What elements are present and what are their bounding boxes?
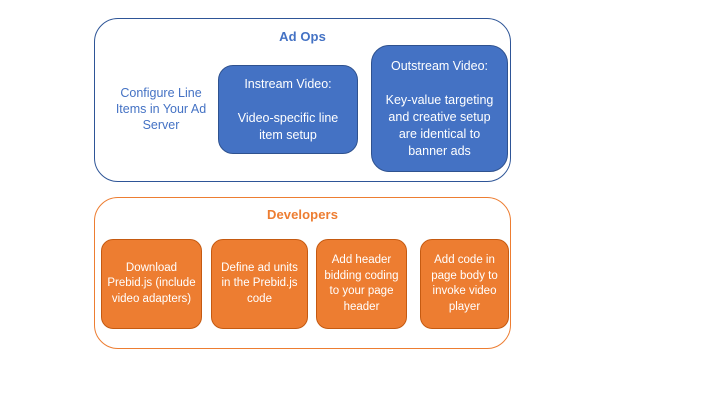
instream-video-box: Instream Video: Video-specific line item… (218, 65, 358, 154)
ad-ops-group-title: Ad Ops (279, 29, 326, 44)
outstream-video-box-title: Outstream Video: (390, 58, 489, 73)
ad-ops-group: Ad Ops Configure Line Items in Your Ad S… (94, 18, 511, 182)
outstream-video-box-body: Key-value targeting and creative setup a… (385, 92, 494, 158)
step-define-ad-units-label: Define ad units in the Prebid.js code (221, 261, 298, 305)
developers-group: Developers Download Prebid.js (include v… (94, 197, 511, 349)
step-add-page-body-code-box: Add code in page body to invoke video pl… (420, 239, 509, 329)
step-add-page-body-code-label: Add code in page body to invoke video pl… (431, 254, 498, 313)
step-download-prebid-label: Download Prebid.js (include video adapte… (107, 261, 196, 305)
configure-line-items-label: Configure Line Items in Your Ad Server (115, 86, 207, 132)
instream-video-box-title: Instream Video: (244, 76, 332, 91)
developers-group-title: Developers (266, 207, 339, 222)
step-add-header-bidding-label: Add header bidding coding to your page h… (324, 254, 399, 313)
step-add-header-bidding-box: Add header bidding coding to your page h… (316, 239, 407, 329)
outstream-video-box: Outstream Video: Key-value targeting and… (371, 45, 508, 172)
instream-video-box-body: Video-specific line item setup (237, 110, 339, 142)
step-download-prebid-box: Download Prebid.js (include video adapte… (101, 239, 202, 329)
step-define-ad-units-box: Define ad units in the Prebid.js code (211, 239, 308, 329)
